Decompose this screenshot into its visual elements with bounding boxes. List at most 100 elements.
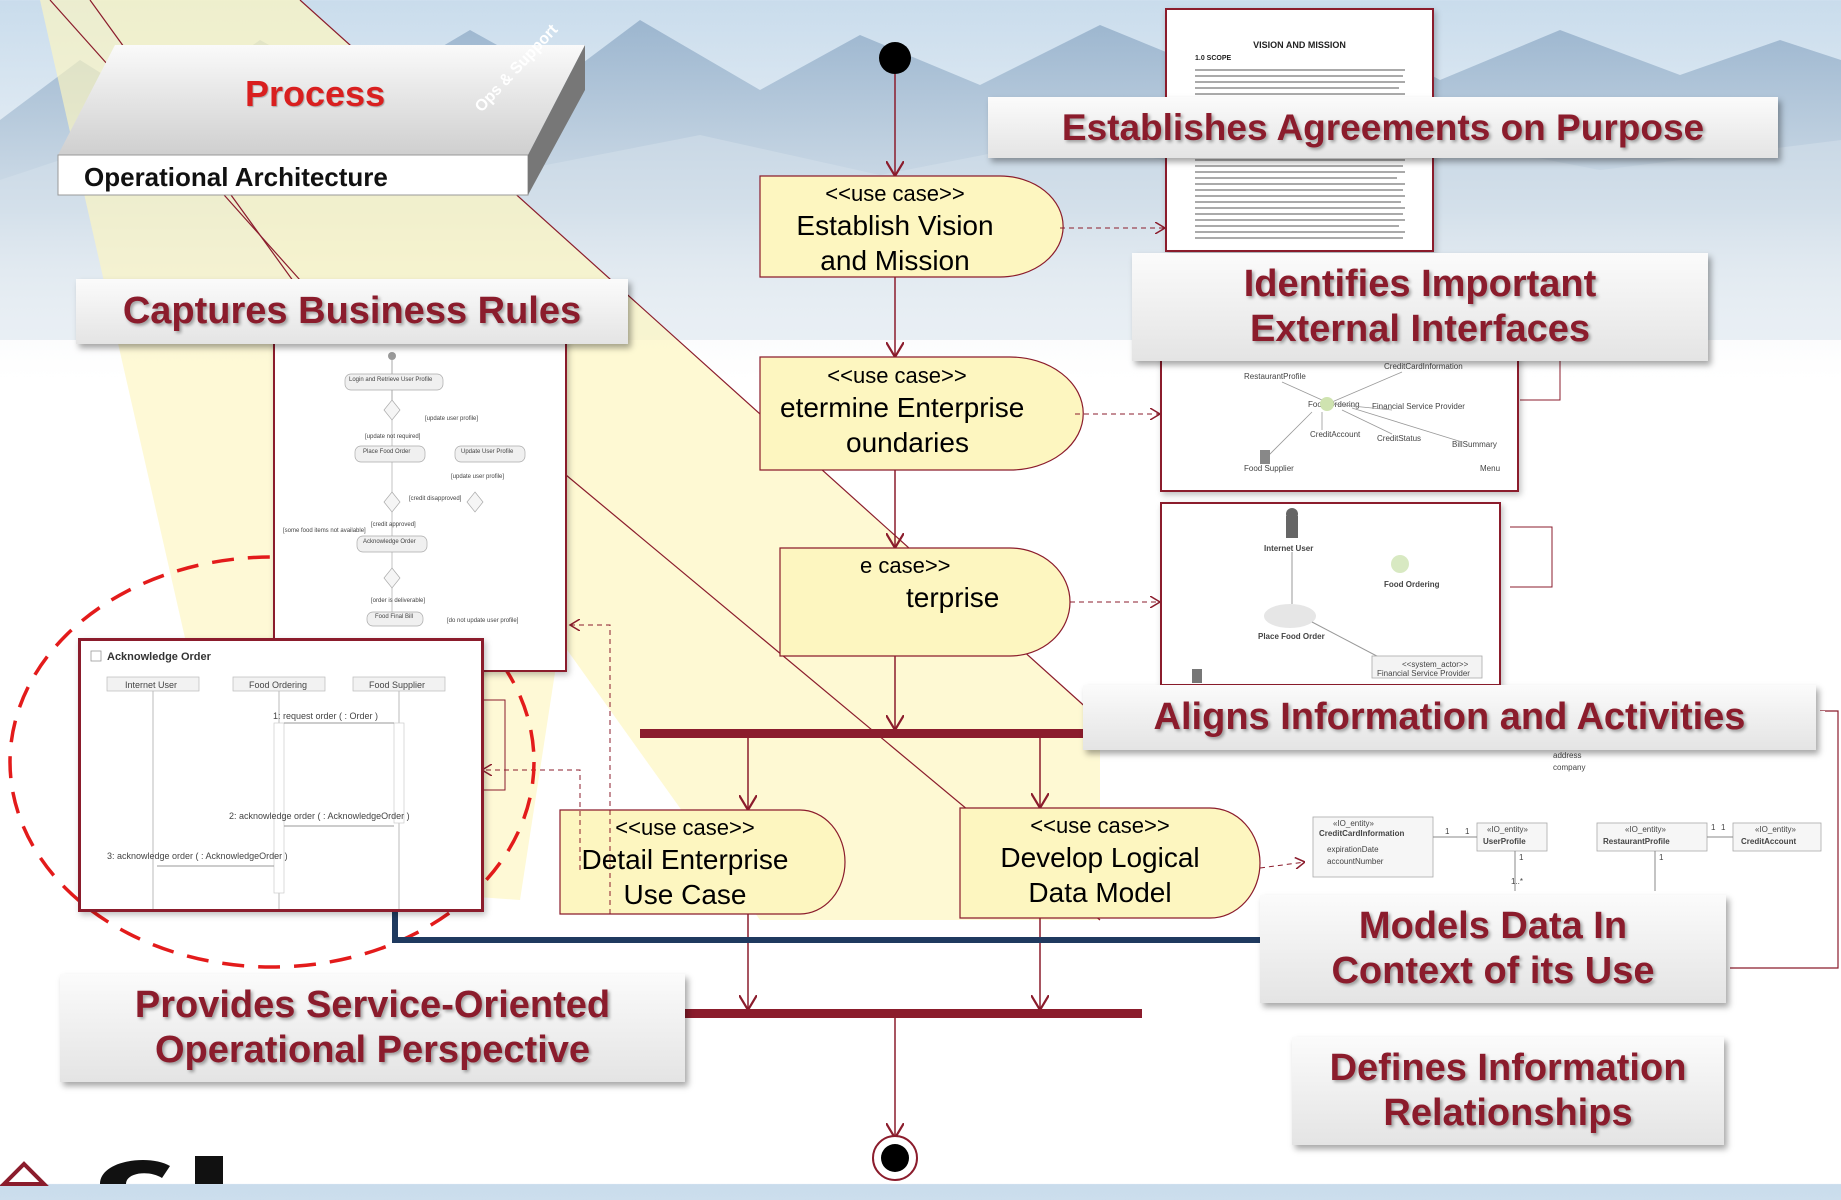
callout-service-oriented: Provides Service-Oriented Operational Pe… (60, 974, 685, 1082)
class-stereotype: «IO_entity» (1625, 825, 1666, 834)
activity-graphics (344, 352, 526, 627)
activity-label: Login and Retrieve User Profile (349, 377, 433, 383)
activity-label: Acknowledge Order (363, 539, 416, 545)
multiplicity: 1 (1721, 823, 1726, 832)
class-attr: company (1553, 763, 1586, 772)
uc-label: <<system_actor>> (1402, 660, 1469, 669)
context-label: Financial Service Provider (1372, 402, 1465, 411)
class-attr: expirationDate (1327, 845, 1379, 854)
uc-label: Financial Service Provider (1377, 669, 1470, 678)
use-case-name-line: Data Model (1028, 876, 1172, 908)
class-stereotype: «IO_entity» (1487, 825, 1528, 834)
doc-title: VISION AND MISSION (1253, 40, 1346, 50)
message-label: 2: acknowledge order ( : AcknowledgeOrde… (229, 811, 410, 821)
callout-aligns-information: Aligns Information and Activities (1083, 685, 1816, 750)
lifeline-label: Internet User (125, 680, 178, 690)
message-label: 3: acknowledge order ( : AcknowledgeOrde… (107, 851, 288, 861)
callout-text: Identifies Important (1243, 263, 1597, 306)
activity-label: [credit disapproved] (409, 496, 462, 502)
process-title: Process (245, 73, 386, 114)
use-case-vision-text: <<use case>> Establish Vision and Missio… (760, 180, 1030, 278)
class-attr: address (1553, 751, 1582, 760)
sequence-diagram-thumbnail: Acknowledge Order Internet User Food Ord… (78, 638, 484, 912)
stereotype-label: e case>> (860, 553, 951, 578)
use-case-vision (759, 175, 1064, 278)
use-case-logical (959, 807, 1261, 919)
context-diagram-thumbnail: RestaurantProfile CreditCardInformation … (1160, 340, 1519, 492)
join-bar (684, 1009, 1142, 1018)
uc-label: Internet User (1264, 544, 1314, 553)
context-label: RestaurantProfile (1244, 372, 1306, 381)
process-subtitle: Operational Architecture (84, 162, 388, 192)
multiplicity: 1 (1445, 827, 1450, 836)
context-label: Food Supplier (1244, 464, 1294, 473)
stereotype-label: <<use case>> (1030, 813, 1170, 838)
context-label: CreditAccount (1310, 430, 1361, 439)
activity-label: Place Food Order (363, 449, 411, 455)
activity-label: [do not update user profile] (447, 618, 519, 624)
activity-label: [order is deliverable] (371, 598, 426, 604)
use-case-name-line: oundaries (846, 426, 969, 458)
multiplicity: 1 (1711, 823, 1716, 832)
callout-text: Provides Service-Oriented (134, 984, 611, 1027)
class-name: CreditCardInformation (1319, 829, 1405, 838)
uc-label: Place Food Order (1258, 632, 1325, 641)
use-case-diagram-thumbnail: Internet User Food Ordering Place Food O… (1160, 502, 1501, 686)
callout-models-data: Models Data In Context of its Use (1260, 895, 1726, 1003)
lifeline-label: Food Ordering (249, 680, 308, 690)
callout-text: Defines Information (1329, 1047, 1687, 1090)
fork-bar (640, 729, 1180, 738)
context-label: BillSummary (1452, 440, 1497, 449)
use-case-detail (559, 809, 846, 915)
company-logo (0, 1156, 223, 1186)
stereotype-label: <<use case>> (825, 181, 965, 206)
sequence-graphics (90, 650, 446, 909)
class-name: UserProfile (1483, 837, 1526, 846)
class-attr: accountNumber (1327, 857, 1384, 866)
stereotype-label: <<use case>> (615, 815, 755, 840)
callout-text: Captures Business Rules (122, 290, 582, 333)
callout-text: Establishes Agreements on Purpose (1061, 106, 1705, 148)
multiplicity: 1 (1659, 853, 1664, 862)
callout-text: Aligns Information and Activities (1153, 696, 1746, 739)
activity-label: [credit approved] (371, 522, 416, 528)
activity-diagram-thumbnail: Login and Retrieve User Profile [update … (273, 338, 567, 672)
activity-label: [update user profile] (451, 474, 505, 480)
light-beam (90, 0, 1100, 920)
start-node (879, 42, 911, 74)
use-case-name-line: etermine Enterprise (780, 391, 1025, 423)
multiplicity: 1 (1465, 827, 1470, 836)
callout-text: Operational Perspective (154, 1029, 591, 1071)
use-case-enterprise (779, 547, 1071, 657)
multiplicity: 1..* (1511, 877, 1524, 886)
use-case-name-line: Establish Vision (796, 209, 994, 241)
activity-label: [update user profile] (425, 416, 479, 422)
use-case-graphics (1192, 508, 1483, 683)
callout-external-interfaces: Identifies Important External Interfaces (1132, 253, 1708, 361)
sequence-title: Acknowledge Order (107, 651, 211, 663)
class-name: CreditAccount (1741, 837, 1797, 846)
callout-text: Context of its Use (1331, 950, 1655, 992)
activity-label: [some food items not available] (283, 528, 366, 534)
class-stereotype: «IO_entity» (1755, 825, 1796, 834)
use-case-boundaries-text: <<use case>> etermine Enterprise oundari… (762, 362, 1032, 460)
stereotype-label: <<use case>> (827, 363, 967, 388)
callout-defines-information: Defines Information Relationships (1292, 1037, 1724, 1145)
use-case-enterprise-text: e case>> terprise (860, 552, 1040, 615)
use-case-logical-text: <<use case>> Develop Logical Data Model (960, 812, 1240, 910)
use-case-name-line: and Mission (820, 244, 970, 276)
process-block (57, 45, 585, 196)
context-label: Menu (1480, 464, 1501, 473)
use-case-name-line: Develop Logical (1000, 841, 1200, 873)
focus-ellipse (8, 555, 536, 969)
use-case-name-line: Detail Enterprise (581, 843, 789, 875)
doc-section: 1.0 SCOPE (1195, 55, 1232, 62)
activity-label: Update User Profile (461, 449, 514, 455)
use-case-name-line: terprise (906, 581, 1000, 613)
activity-label: Food Final Bill (375, 614, 414, 620)
context-label: CreditCardInformation (1384, 362, 1463, 371)
callout-text: Models Data In (1358, 905, 1628, 948)
context-label: CreditStatus (1377, 434, 1422, 443)
doc-text-lines (1195, 69, 1405, 239)
callout-text: External Interfaces (1249, 308, 1591, 350)
